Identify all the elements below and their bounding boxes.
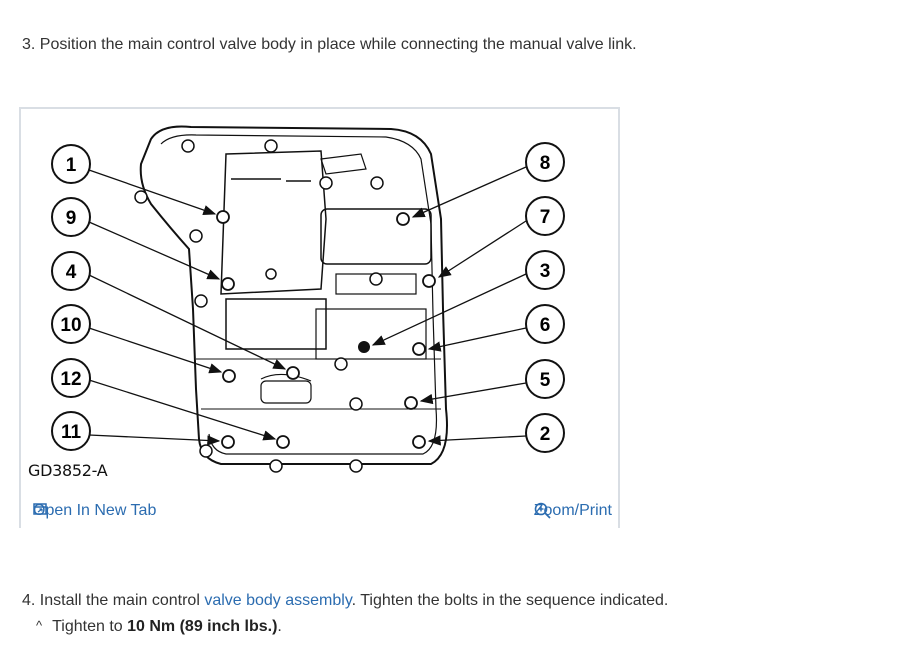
torque-prefix: Tighten to xyxy=(52,618,128,635)
torque-value: 10 Nm (89 inch lbs.) xyxy=(127,618,278,635)
callout-5: 5 xyxy=(540,370,551,391)
figure-footer: Open In New Tab Zoom/Print xyxy=(21,496,618,528)
callout-10: 10 xyxy=(60,315,81,336)
figure-caption: GD3852-A xyxy=(28,461,108,480)
callout-2: 2 xyxy=(540,424,551,445)
callout-6: 6 xyxy=(540,315,551,336)
zoom-print-label: Zoom/Print xyxy=(533,502,612,519)
callout-12: 12 xyxy=(60,369,81,390)
callout-3: 3 xyxy=(540,261,551,282)
open-in-new-tab-link[interactable]: Open In New Tab xyxy=(33,502,156,520)
valve-body-assembly-link[interactable]: valve body assembly xyxy=(204,592,352,609)
step-4-suffix: . Tighten the bolts in the sequence indi… xyxy=(351,592,669,609)
step-3-text: 3. Position the main control valve body … xyxy=(22,36,637,53)
valve-body-figure: 1 9 4 10 12 11 8 7 3 6 5 2 GD3852-A xyxy=(19,107,620,528)
torque-suffix: . xyxy=(277,618,282,635)
callout-1: 1 xyxy=(66,155,77,176)
step-4-text: 4. Install the main control valve body a… xyxy=(22,592,668,610)
zoom-print-link[interactable]: Zoom/Print xyxy=(534,502,612,520)
step-4-prefix: 4. Install the main control xyxy=(22,592,205,609)
magnifier-icon xyxy=(534,502,551,519)
bullet-caret: ^ xyxy=(36,618,43,633)
valve-body-diagram: 1 9 4 10 12 11 8 7 3 6 5 2 xyxy=(51,125,565,473)
callout-8: 8 xyxy=(540,153,551,174)
callout-4: 4 xyxy=(66,262,77,283)
callout-9: 9 xyxy=(66,208,77,229)
callout-7: 7 xyxy=(540,207,551,228)
callouts-right: 8 7 3 6 5 2 xyxy=(525,142,565,453)
callouts-left: 1 9 4 10 12 11 xyxy=(51,144,91,451)
torque-spec: ^ Tighten to 10 Nm (89 inch lbs.). xyxy=(36,618,282,636)
external-tab-icon xyxy=(33,503,47,515)
callout-11: 11 xyxy=(61,422,82,443)
open-in-new-tab-label: Open In New Tab xyxy=(33,502,157,519)
